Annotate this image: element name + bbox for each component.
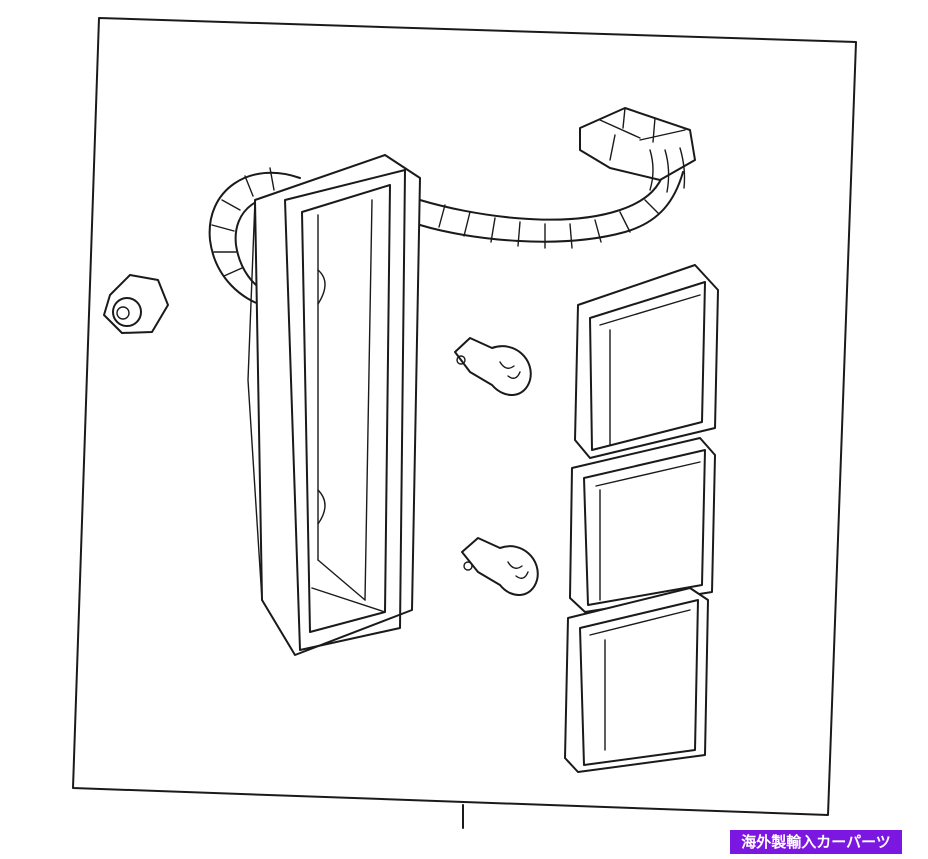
hex-nut [103, 274, 169, 334]
lens-panel-top [574, 264, 719, 459]
lens-panel-bottom [564, 587, 709, 773]
lamp-housing [247, 154, 421, 656]
lens-panel-middle [569, 437, 716, 613]
watermark-badge: 海外製輸入カーパーツ [741, 833, 891, 851]
watermark-badge-background [730, 830, 902, 854]
bulb-upper [454, 337, 532, 396]
harness-connector [579, 107, 696, 193]
bulb-lower [461, 537, 539, 596]
diagram-frame [72, 17, 857, 829]
